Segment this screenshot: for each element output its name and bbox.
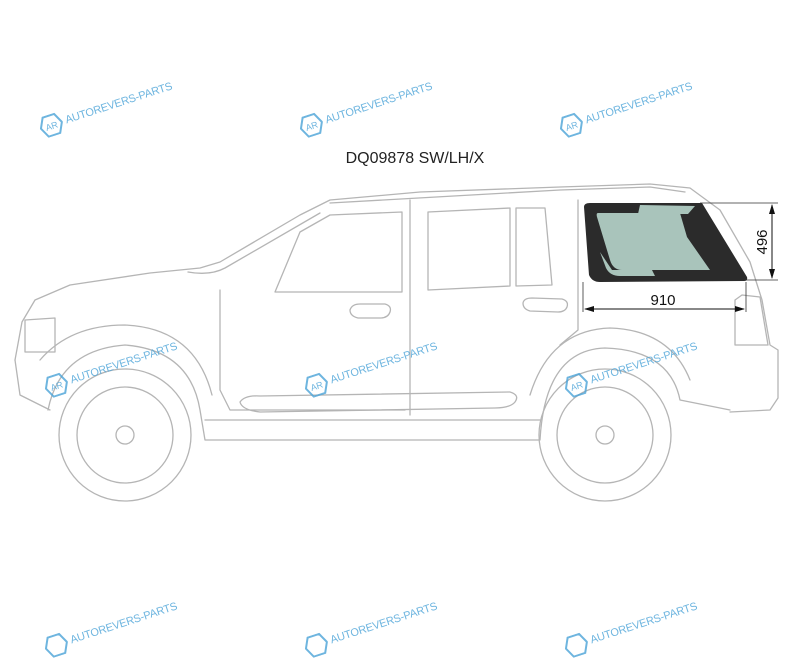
width-dimension: 910 [650,292,675,309]
height-dimension: 496 [754,229,771,254]
watermark: AR AUTOREVERS-PARTS [37,76,176,140]
dimension-lines: 910 496 [582,202,778,312]
watermark-text: AUTOREVERS-PARTS [68,600,179,647]
ar-logo-icon: AR [304,372,328,398]
watermark-text: AUTOREVERS-PARTS [588,600,699,647]
svg-text:AR: AR [44,119,59,133]
watermark: AR AUTOREVERS-PARTS [557,76,696,140]
svg-text:AR: AR [569,379,584,393]
ar-logo-icon: AR [299,112,323,138]
ar-logo-icon [564,632,588,658]
watermark: AR AUTOREVERS-PARTS [297,76,436,140]
ar-logo-icon: AR [564,372,588,398]
watermark: AUTOREVERS-PARTS [562,596,701,659]
ar-logo-icon: AR [559,112,583,138]
svg-text:AR: AR [49,379,64,393]
watermark: AR AUTOREVERS-PARTS [302,336,441,400]
watermark-text: AUTOREVERS-PARTS [328,600,439,647]
highlighted-glass [584,203,748,282]
watermark: AR AUTOREVERS-PARTS [42,336,181,400]
ar-logo-icon [304,632,328,658]
svg-text:AR: AR [309,379,324,393]
watermark: AR AUTOREVERS-PARTS [562,336,701,400]
ar-logo-icon: AR [39,112,63,138]
front-wheel [58,368,192,502]
watermark: AUTOREVERS-PARTS [42,596,181,659]
ar-logo-icon [44,632,68,658]
car-diagram: 910 496 [14,183,779,502]
car-outline [14,183,779,441]
rear-wheel [538,368,672,502]
ar-logo-icon: AR [44,372,68,398]
svg-text:AR: AR [304,119,319,133]
watermark: AUTOREVERS-PARTS [302,596,441,659]
svg-text:AR: AR [564,119,579,133]
part-code-title: DQ09878 SW/LH/X [345,150,485,167]
